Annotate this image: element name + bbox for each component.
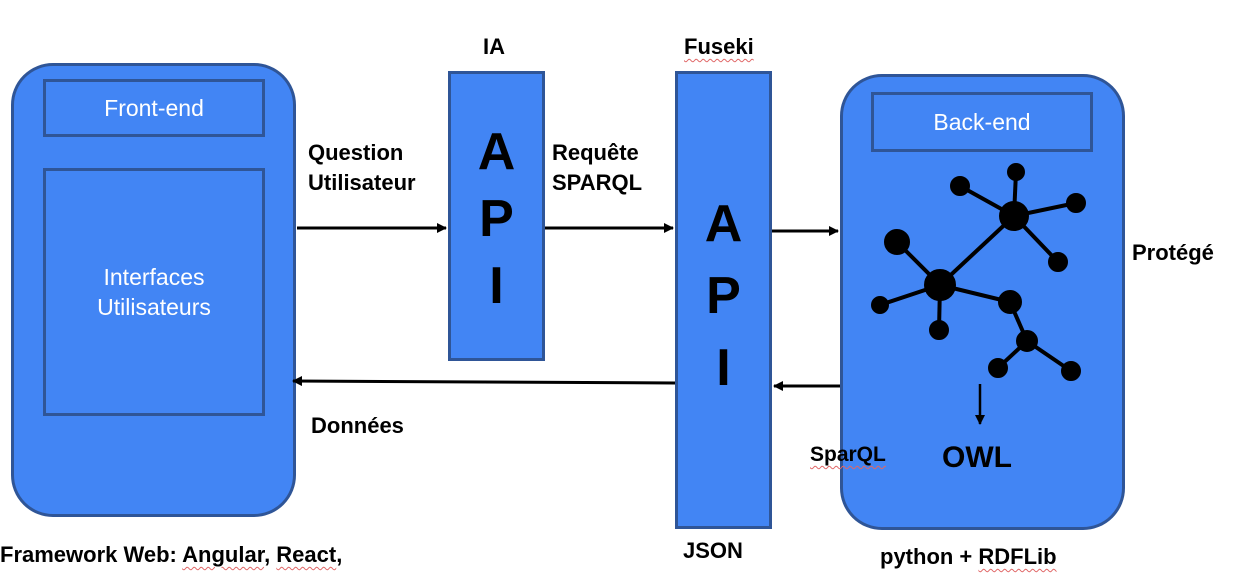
graph-node-hub-upper [999,201,1029,231]
ia-title: IA [483,34,505,59]
backend-title: Back-end [933,109,1031,135]
requete-line2: SPARQL [552,170,643,195]
protege-label: Protégé [1132,240,1214,265]
fuseki-api-letter-i: I [716,339,731,397]
backend-title-box: Back-end [871,92,1093,152]
graph-node [988,358,1008,378]
graph-node [1007,163,1025,181]
graph-node [1061,361,1081,381]
rdflib-text: RDFLib [978,544,1057,569]
sparql-small-label: SparQL [810,443,886,466]
ia-api-letter-i: I [489,257,504,315]
graph-node [871,296,889,314]
fuseki-title: Fuseki [684,34,754,59]
frontend-title-box: Front-end [43,79,265,137]
fuseki-api-letter-a: A [704,195,743,253]
json-label: JSON [683,538,743,563]
question-line2: Utilisateur [308,170,416,195]
question-line1: Question [308,140,404,165]
framework-react: React [276,542,337,567]
graph-node [998,290,1022,314]
framework-sep: , [264,542,277,567]
graph-node-hub-center [924,269,956,301]
owl-label: OWL [942,441,1012,474]
ia-api-letter-a: A [477,123,516,181]
framework-prefix: Framework Web: [0,542,183,567]
ontology-graph [871,163,1086,381]
interfaces-box: Interfaces Utilisateurs [43,168,265,416]
graph-node [1048,252,1068,272]
graph-node [884,229,910,255]
fuseki-api-box: A P I [675,71,772,529]
framework-suffix: , [336,542,343,567]
framework-label: Framework Web: Angular, React, [0,540,342,570]
python-rdflib-label: python + RDFLib [880,542,1057,572]
question-label: Question Utilisateur [308,138,416,198]
framework-angular: Angular [182,542,265,567]
fuseki-api-letter-p: P [706,267,741,325]
arrow-donnees [292,376,676,387]
donnees-label: Données [311,413,404,438]
frontend-title: Front-end [104,95,204,121]
graph-node [1016,330,1038,352]
interfaces-line1: Interfaces [103,264,205,290]
requete-label: Requête SPARQL [552,138,642,198]
graph-node [1066,193,1086,213]
python-prefix: python + [880,544,979,569]
graph-node [929,320,949,340]
interfaces-line2: Utilisateurs [97,294,211,320]
requete-line1: Requête [552,140,639,165]
ia-api-letter-p: P [479,190,514,248]
graph-node [950,176,970,196]
ia-api-box: A P I [448,71,545,361]
